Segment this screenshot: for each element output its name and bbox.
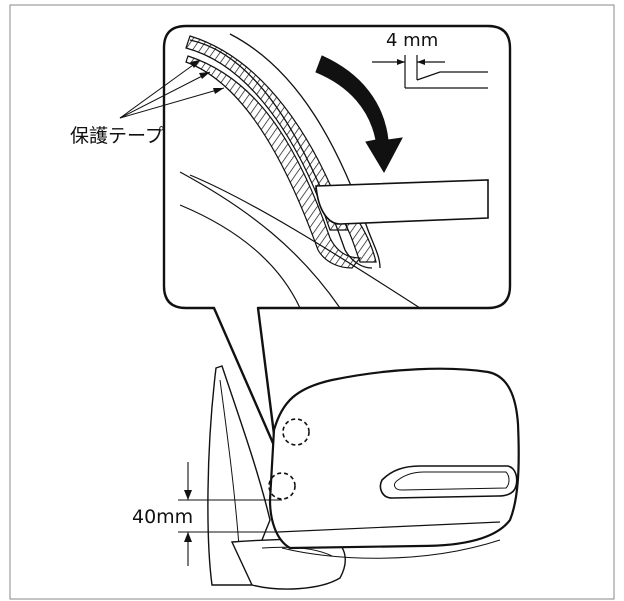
body-line-lower	[179, 204, 301, 308]
pillar-inner-line	[219, 379, 241, 561]
detail-callout: 4 mm	[162, 24, 512, 452]
protective-tape-label: 保護テープ	[70, 125, 164, 147]
rotation-arrow-icon	[315, 55, 403, 174]
removal-tool	[315, 179, 489, 225]
outer-frame	[9, 4, 615, 600]
body-line-upper	[179, 171, 341, 308]
dimension-40mm: 40mm	[132, 462, 282, 566]
housing-lower-edge	[277, 521, 501, 533]
body-line-inner	[189, 174, 421, 308]
mirror-base	[230, 538, 346, 590]
clip-location-upper	[282, 418, 310, 446]
dimension-4mm-detail: 4 mm	[372, 30, 488, 89]
callout-outline	[162, 24, 512, 452]
clip-location-lower	[268, 472, 296, 500]
mirror-housing	[268, 367, 520, 550]
dimension-4mm-label: 4 mm	[386, 30, 438, 51]
dimension-40mm-label: 40mm	[132, 506, 193, 528]
door-mirror	[207, 365, 520, 590]
protective-tape-callout: 保護テープ	[70, 59, 225, 147]
turn-signal-lamp	[379, 465, 518, 499]
